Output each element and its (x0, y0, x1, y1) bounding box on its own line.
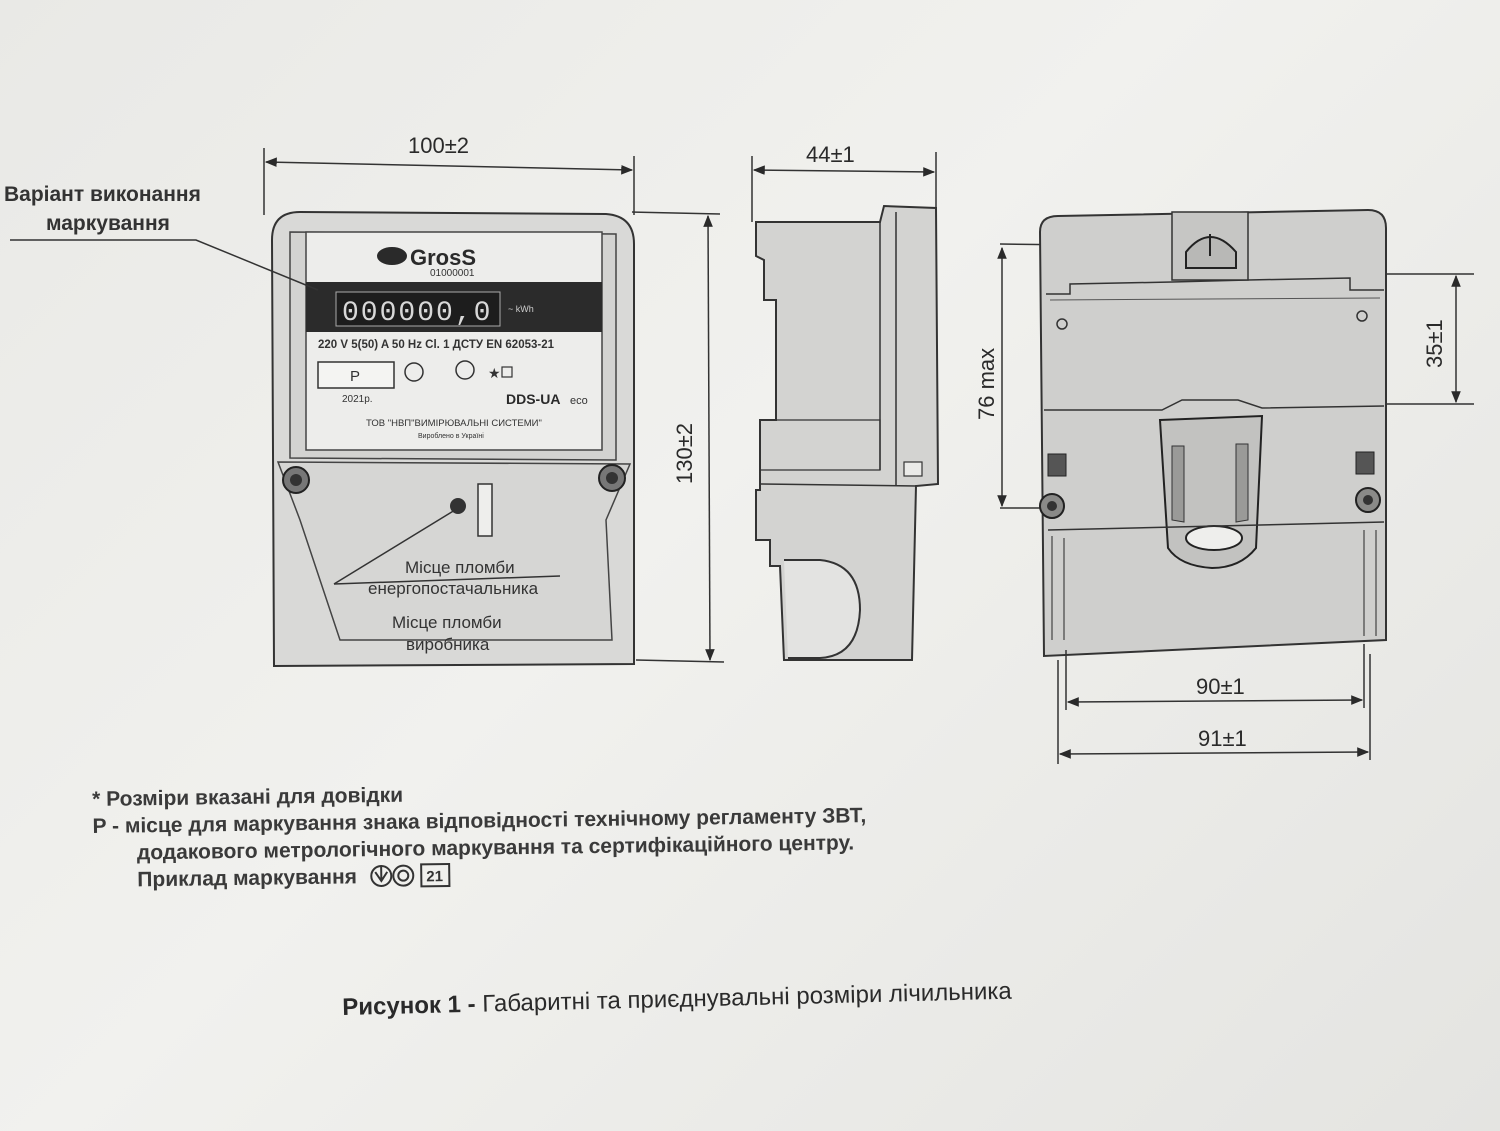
seal-supplier-line2: енергопостачальника (368, 579, 539, 598)
conformity-mark-icon (369, 865, 392, 888)
counter-digits: 000000,0 (342, 298, 492, 329)
callout-marking-line2: маркування (46, 212, 170, 235)
year-label: 2021р. (342, 394, 373, 405)
figure-caption-label: Рисунок 1 - (342, 990, 476, 1021)
dim-line-90 (1066, 695, 1364, 707)
serial-number: 01000001 (430, 268, 475, 279)
made-in-label: Вироблено в Україні (418, 432, 484, 440)
dim-35-label: 35±1 (1422, 319, 1447, 368)
seal-leader-1 (333, 509, 456, 585)
manufacturer-label: ТОВ "НВП"ВИМІРЮВАЛЬНІ СИСТЕМИ" (366, 418, 542, 429)
notes: * Розміри вказані для довідки P - місце … (92, 775, 867, 895)
seal-supplier-line1: Місце пломби (405, 558, 515, 577)
seal-manufacturer-line1: Місце пломби (392, 613, 502, 632)
seal-leader-2 (333, 575, 561, 585)
callout-marking-leader (10, 239, 319, 291)
din-clip-slot (1185, 525, 1243, 551)
model-label: DDS-UA (506, 391, 560, 407)
note-line-4: Приклад маркування 21 (93, 856, 867, 895)
terminal-cover (276, 461, 632, 641)
model-suffix: eco (570, 395, 588, 407)
p-marking-box (317, 361, 395, 389)
year-mark-text: 21 (426, 869, 443, 886)
nameplate (305, 231, 603, 451)
seal-manufacturer-line2: виробника (406, 635, 490, 654)
dim-91-label: 91±1 (1198, 726, 1247, 751)
rating-line: 220 V 5(50) A 50 Hz Cl. 1 ДСТУ EN 62053-… (318, 339, 555, 351)
indicator-led-1 (404, 362, 424, 382)
dim-line-depth (752, 165, 936, 177)
star-icon: ★ (488, 365, 501, 381)
dim-line-width (264, 157, 634, 175)
side-body (755, 204, 940, 661)
dim-90-label: 90±1 (1196, 674, 1245, 699)
seal-slot (477, 483, 493, 537)
dim-width-label: 100±2 (408, 133, 469, 158)
counter-unit: ~ kWh (508, 304, 534, 314)
back-view: 76 max 35±1 90±1 (974, 208, 1474, 764)
side-cable-cutout (784, 559, 862, 659)
year-mark-box (419, 863, 450, 888)
brand-logo: GrosS (410, 245, 476, 270)
conformity-marking-icons: 21 (369, 863, 450, 888)
indicator-led-2 (455, 360, 475, 380)
dim-depth-label: 44±1 (806, 142, 855, 167)
dim-76-label: 76 max (974, 348, 999, 420)
callout-marking-line1: Варіант виконання (4, 183, 201, 206)
note-line-4-text: Приклад маркування (137, 865, 358, 892)
metrology-mark-icon (391, 865, 414, 888)
dim-line-91 (1058, 747, 1370, 759)
p-marking-label: P (350, 368, 360, 385)
front-view: 100±2 130±2 GrosS 01000001 000000,0 ~ kW… (4, 133, 725, 668)
dim-height-label: 130±2 (672, 423, 697, 484)
dim-line-height (703, 214, 715, 662)
side-view: 44±1 (751, 142, 940, 661)
